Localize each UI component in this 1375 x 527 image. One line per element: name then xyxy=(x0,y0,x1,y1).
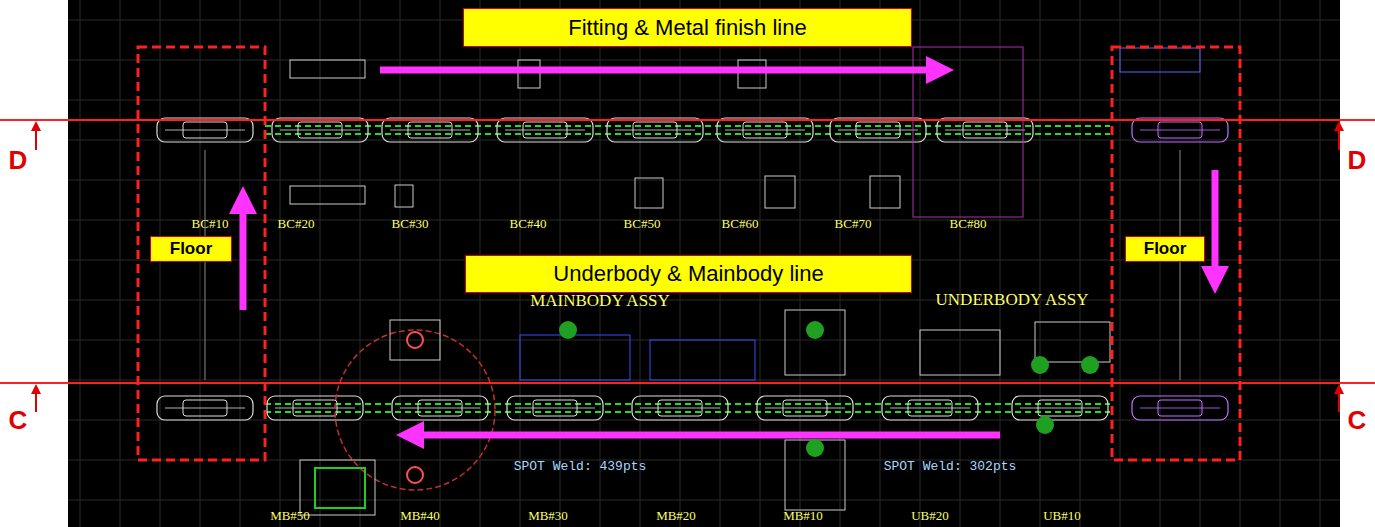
layout-shape xyxy=(440,0,441,527)
layout-shape xyxy=(830,118,926,142)
weld-count: SPOT Weld: 302pts xyxy=(884,459,1017,474)
layout-shape xyxy=(68,300,1340,301)
layout-shape xyxy=(1200,0,1201,527)
layout-shape xyxy=(120,0,121,527)
section-mark: D xyxy=(9,145,28,176)
station-number: UB#20 xyxy=(911,508,949,524)
layout-shape xyxy=(275,408,355,409)
layout-shape xyxy=(615,130,695,131)
layout-shape xyxy=(1120,0,1121,527)
layout-shape xyxy=(68,100,1340,101)
station-number: BC#50 xyxy=(624,216,661,232)
layout-shape xyxy=(640,408,720,409)
station-number: MB#40 xyxy=(400,508,440,524)
layout-shape xyxy=(157,396,253,420)
layout-shape xyxy=(515,408,595,409)
layout-shape xyxy=(280,0,281,527)
layout-shape xyxy=(1132,396,1228,420)
section-mark: C xyxy=(9,405,28,436)
layout-shape xyxy=(165,130,245,131)
layout-shape xyxy=(267,396,363,420)
weld-count: SPOT Weld: 439pts xyxy=(514,459,647,474)
station-number: BC#70 xyxy=(835,216,872,232)
layout-shape xyxy=(497,118,593,142)
box-text: Floor xyxy=(1144,239,1187,259)
layout-shape xyxy=(505,130,585,131)
section-mark: D xyxy=(1348,145,1367,176)
layout-shape xyxy=(320,0,321,527)
line-title-box: Fitting & Metal finish line xyxy=(463,8,912,47)
area-title: MAINBODY ASSY xyxy=(530,291,670,311)
station-number: BC#80 xyxy=(950,216,987,232)
layout-shape xyxy=(80,0,81,527)
layout-shape xyxy=(400,0,401,527)
layout-shape xyxy=(200,0,201,527)
layout-shape xyxy=(1000,0,1001,527)
layout-shape xyxy=(68,140,1340,141)
floor-box: Floor xyxy=(1125,236,1205,262)
layout-shape xyxy=(265,133,1110,135)
box-text: Floor xyxy=(170,239,213,259)
layout-shape xyxy=(757,396,853,420)
layout-shape xyxy=(1140,130,1220,131)
station-number: BC#30 xyxy=(392,216,429,232)
layout-shape xyxy=(265,125,1110,127)
layout-shape xyxy=(68,60,1340,61)
layout-shape xyxy=(1280,0,1281,527)
layout-shape xyxy=(68,220,1340,221)
station-number: BC#10 xyxy=(192,216,229,232)
layout-shape xyxy=(1140,408,1220,409)
station-number: BC#40 xyxy=(510,216,547,232)
layout-shape xyxy=(157,118,253,142)
layout-shape xyxy=(507,396,603,420)
layout-shape xyxy=(632,396,728,420)
layout-shape xyxy=(360,0,361,527)
layout-shape xyxy=(1160,0,1161,527)
station-number: MB#30 xyxy=(528,508,568,524)
station-number: MB#10 xyxy=(783,508,823,524)
station-number: BC#60 xyxy=(722,216,759,232)
layout-shape xyxy=(890,408,970,409)
station-number: MB#50 xyxy=(270,508,310,524)
line-title-box: Underbody & Mainbody line xyxy=(465,255,912,293)
layout-shape xyxy=(1012,396,1108,420)
layout-shape xyxy=(960,0,961,527)
floor-box: Floor xyxy=(150,236,232,262)
station-number: UB#10 xyxy=(1043,508,1081,524)
station-number: BC#20 xyxy=(278,216,315,232)
layout-shape xyxy=(272,118,368,142)
layout-shape xyxy=(882,396,978,420)
layout-shape xyxy=(400,408,480,409)
box-text: Underbody & Mainbody line xyxy=(553,261,823,287)
layout-shape xyxy=(68,180,1340,181)
layout-shape xyxy=(1020,408,1100,409)
layout-shape xyxy=(382,118,478,142)
layout-shape xyxy=(1132,118,1228,142)
layout-shape xyxy=(1040,0,1041,527)
section-mark: C xyxy=(1348,405,1367,436)
layout-shape xyxy=(717,118,813,142)
layout-shape xyxy=(68,500,1340,501)
layout-shape xyxy=(1080,0,1081,527)
layout-shape xyxy=(160,0,161,527)
area-title: UNDERBODY ASSY xyxy=(936,290,1089,310)
layout-shape xyxy=(937,118,1033,142)
layout-shape xyxy=(765,408,845,409)
layout-shape xyxy=(1320,0,1321,527)
layout-shape xyxy=(390,130,470,131)
layout-shape xyxy=(838,130,918,131)
layout-shape xyxy=(280,130,360,131)
layout-shape xyxy=(920,0,921,527)
layout-shape xyxy=(165,408,245,409)
station-number: MB#20 xyxy=(656,508,696,524)
layout-shape xyxy=(607,118,703,142)
box-text: Fitting & Metal finish line xyxy=(568,15,806,41)
layout-shape xyxy=(945,130,1025,131)
layout-shape xyxy=(725,130,805,131)
layout-shape xyxy=(392,396,488,420)
